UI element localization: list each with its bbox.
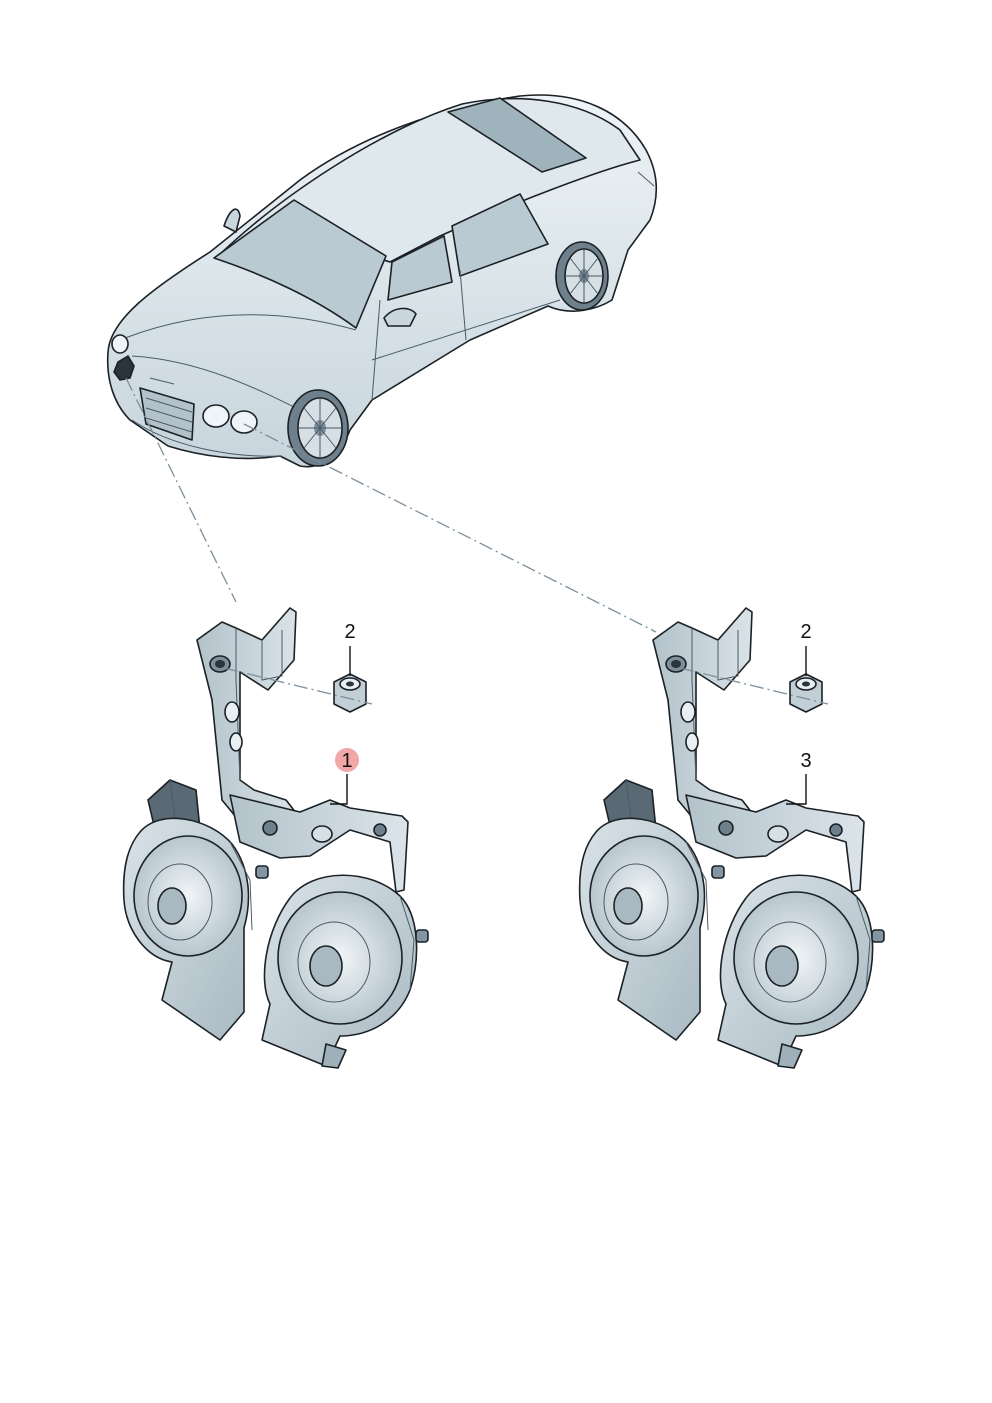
callout-right-nut[interactable]: 2	[800, 621, 812, 676]
left-location-line	[125, 377, 237, 603]
callout-label: 2	[344, 621, 355, 643]
callout-highlight	[335, 748, 359, 772]
right-horn-assembly	[578, 607, 885, 1069]
callout-label: 1	[341, 750, 352, 772]
vehicle-illustration	[106, 94, 658, 468]
callout-left-nut[interactable]: 2	[344, 621, 356, 676]
callout-label: 3	[800, 750, 811, 772]
callout-right-horn[interactable]: 3	[786, 750, 812, 805]
left-horn-assembly	[122, 607, 429, 1069]
callout-label: 2	[800, 621, 811, 643]
callout-left-horn[interactable]: 1	[330, 748, 359, 805]
right-location-line	[243, 423, 657, 633]
